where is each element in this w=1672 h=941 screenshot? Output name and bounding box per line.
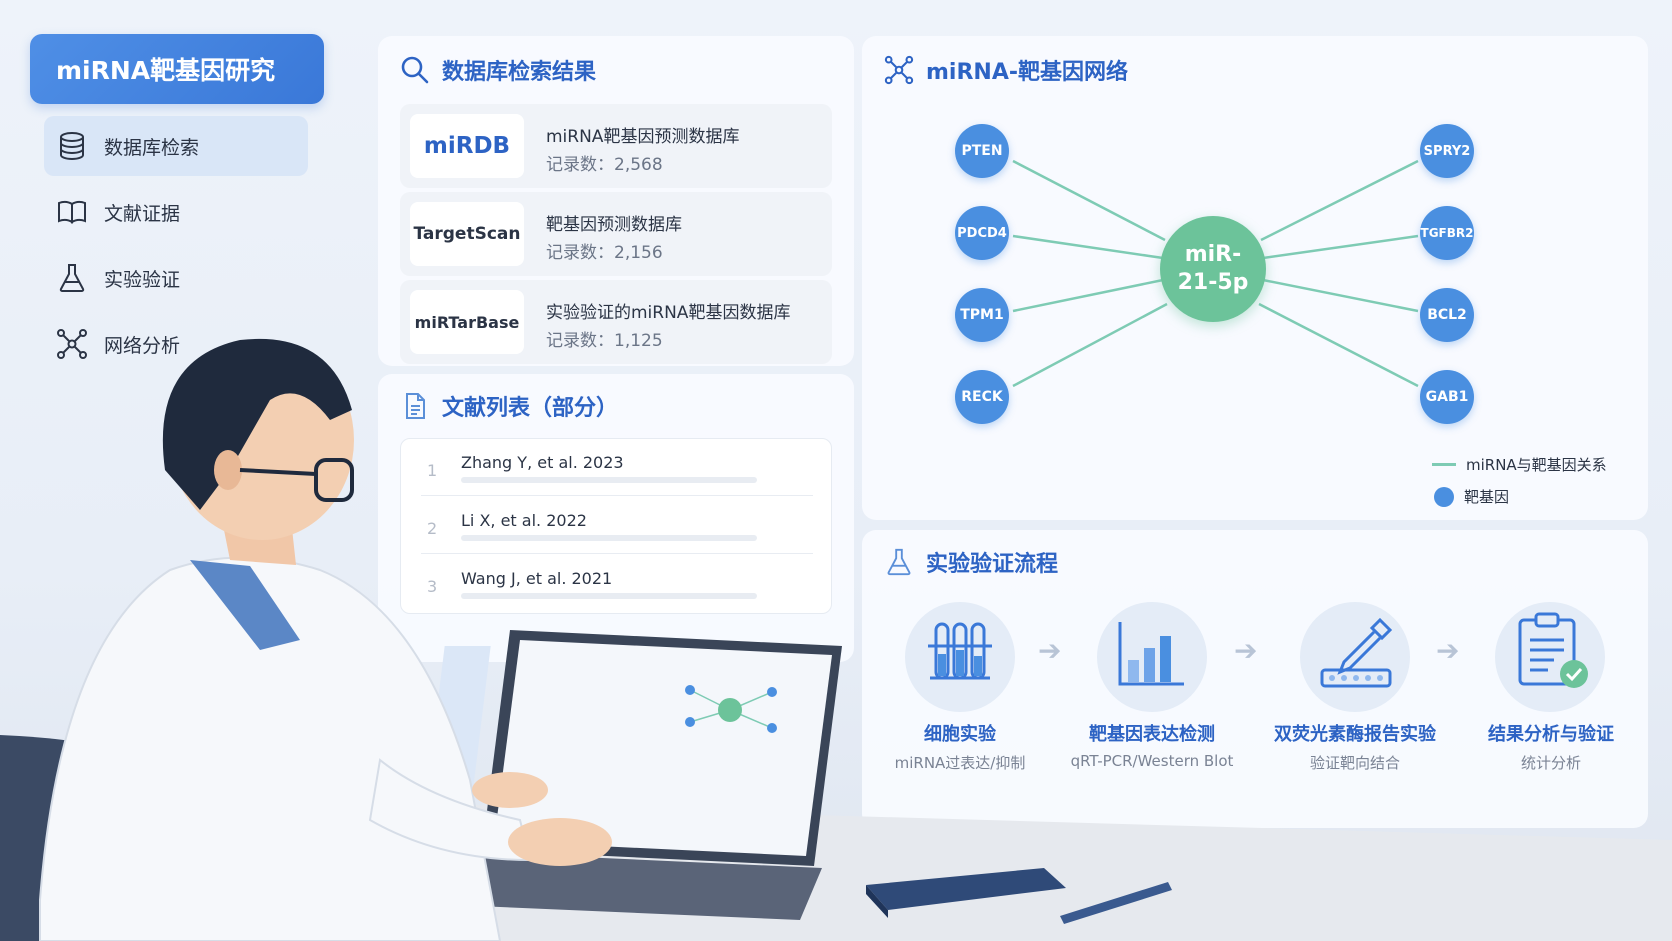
db-card-mirdb[interactable]: miRDB miRNA靶基因预测数据库 记录数：2,568 — [400, 104, 832, 188]
sidebar-item-label: 实验验证 — [104, 268, 181, 291]
edge — [1012, 278, 1164, 313]
list-item-citation: Wang J, et al. 2021 — [461, 569, 613, 588]
gene-node-pten[interactable]: PTEN — [955, 124, 1009, 178]
app-title: miRNA靶基因研究 — [30, 34, 324, 104]
edge — [1012, 159, 1166, 242]
pen-icon — [1060, 882, 1172, 924]
db-description: 实验验证的miRNA靶基因数据库 — [546, 303, 791, 323]
step-title: 结果分析与验证 — [1488, 724, 1614, 745]
divider — [421, 553, 813, 554]
edge — [1012, 234, 1164, 260]
book-icon — [58, 200, 86, 224]
step-subtitle: 统计分析 — [1520, 754, 1581, 772]
list-item-number: 3 — [427, 577, 438, 596]
step-title: 细胞实验 — [924, 724, 996, 745]
gene-node-spry2[interactable]: SPRY2 — [1420, 124, 1474, 178]
edge — [1262, 234, 1419, 260]
arrow-right-icon: ➔ — [1038, 634, 1062, 667]
pipette-icon — [1320, 617, 1393, 688]
database-icon — [60, 132, 84, 161]
step-icon-background — [1300, 602, 1410, 712]
db-record-count: 记录数：2,568 — [546, 155, 663, 175]
gene-node-bcl2[interactable]: BCL2 — [1420, 288, 1474, 342]
clipboard-check-icon — [1518, 612, 1588, 688]
mirdb-logo: miRDB — [410, 114, 524, 178]
step-subtitle: 验证靶向结合 — [1309, 754, 1400, 772]
document-icon — [406, 393, 425, 419]
placeholder-bar — [461, 477, 757, 483]
sidebar-item-label: 网络分析 — [104, 334, 181, 357]
list-item-citation: Zhang Y, et al. 2023 — [461, 453, 624, 472]
divider — [421, 495, 813, 496]
network-panel-title: miRNA-靶基因网络 — [884, 54, 1128, 86]
sidebar-item-database[interactable]: 数据库检索 — [44, 116, 308, 176]
mirna-center-node[interactable]: miR- 21-5p — [1160, 216, 1266, 322]
sidebar-item-experiment[interactable]: 实验验证 — [44, 248, 308, 308]
flask-icon — [887, 548, 911, 576]
gene-node-reck[interactable]: RECK — [955, 370, 1009, 424]
list-item[interactable]: 3 Wang J, et al. 2021 — [401, 555, 833, 612]
network-icon — [57, 329, 87, 359]
notebook-icon — [866, 868, 1066, 918]
list-item[interactable]: 1 Zhang Y, et al. 2023 — [401, 439, 833, 496]
edge — [1262, 278, 1419, 313]
legend-dot-swatch — [1434, 486, 1454, 507]
placeholder-bar — [461, 593, 757, 599]
sidebar-item-literature[interactable]: 文献证据 — [44, 182, 308, 242]
db-record-count: 记录数：2,156 — [546, 243, 663, 263]
workflow-panel-title: 实验验证流程 — [884, 546, 1058, 578]
network-icon — [884, 55, 914, 85]
legend-node: 靶基因 — [1432, 486, 1509, 507]
gene-node-tgfbr2[interactable]: TGFBR2 — [1420, 206, 1474, 260]
edge — [1012, 302, 1168, 388]
arrow-right-icon: ➔ — [1234, 634, 1258, 667]
list-item[interactable]: 2 Li X, et al. 2022 — [401, 497, 833, 554]
step-subtitle: miRNA过表达/抑制 — [894, 754, 1026, 772]
literature-panel-title: 文献列表（部分） — [400, 390, 618, 422]
step-title: 双荧光素酶报告实验 — [1274, 724, 1436, 745]
list-item-number: 1 — [427, 461, 438, 480]
legend-line-swatch — [1432, 463, 1456, 466]
gene-node-tpm1[interactable]: TPM1 — [955, 288, 1009, 342]
database-panel-title: 数据库检索结果 — [400, 54, 596, 86]
sidebar-item-network[interactable]: 网络分析 — [44, 314, 308, 374]
placeholder-bar — [461, 535, 757, 541]
db-card-targetscan[interactable]: TargetScan 靶基因预测数据库 记录数：2,156 — [400, 192, 832, 276]
gene-node-pdcd4[interactable]: PDCD4 — [955, 206, 1009, 260]
step-subtitle: qRT-PCR/Western Blot — [1070, 752, 1234, 770]
arrow-right-icon: ➔ — [1436, 634, 1460, 667]
db-description: 靶基因预测数据库 — [546, 215, 682, 235]
step-title: 靶基因表达检测 — [1089, 724, 1215, 745]
center-node-line1: miR- — [1184, 242, 1242, 267]
db-description: miRNA靶基因预测数据库 — [546, 127, 740, 147]
test-tubes-icon — [928, 622, 992, 680]
gene-node-gab1[interactable]: GAB1 — [1420, 370, 1474, 424]
db-card-mirtarbase[interactable]: miRTarBase 实验验证的miRNA靶基因数据库 记录数：1,125 — [400, 280, 832, 364]
bar-chart-icon — [1118, 622, 1184, 686]
sidebar-item-label: 文献证据 — [104, 202, 181, 225]
edge — [1258, 302, 1419, 388]
db-record-count: 记录数：1,125 — [546, 331, 663, 351]
sidebar-item-label: 数据库检索 — [104, 136, 200, 159]
legend-edge: miRNA与靶基因关系 — [1432, 454, 1607, 475]
targetscan-logo: TargetScan — [410, 202, 524, 266]
mirtarbase-logo: miRTarBase — [410, 290, 524, 354]
list-item-number: 2 — [427, 519, 438, 538]
literature-list: 1 Zhang Y, et al. 2023 2 Li X, et al. 20… — [400, 438, 832, 614]
edge — [1260, 159, 1419, 242]
search-icon — [401, 56, 429, 84]
list-item-citation: Li X, et al. 2022 — [461, 511, 587, 530]
flask-icon — [59, 264, 85, 292]
center-node-line2: 21-5p — [1177, 270, 1249, 295]
